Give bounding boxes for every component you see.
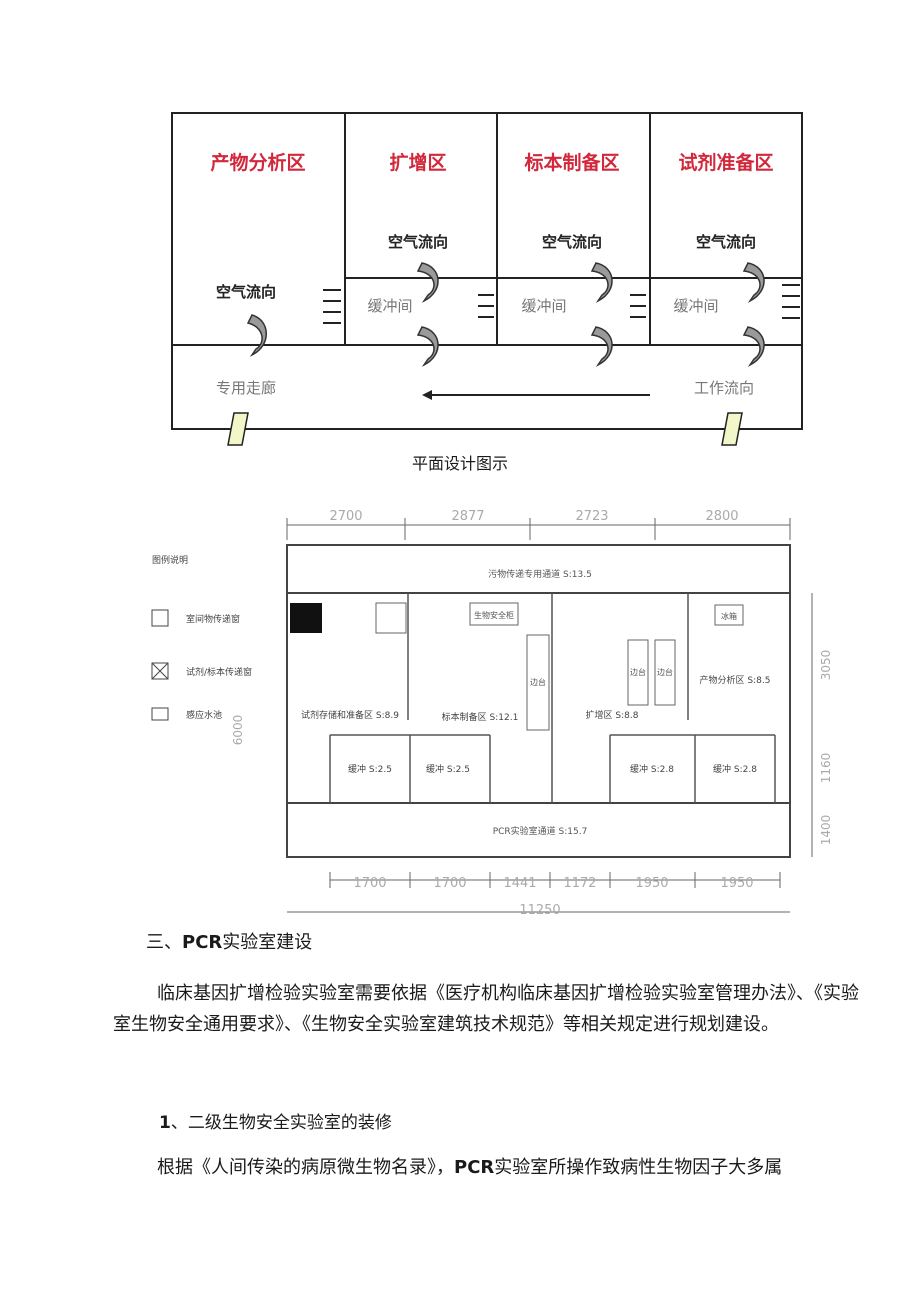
paragraph-text: 实验室所操作致病性生物因子大多属 (494, 1157, 783, 1178)
fixture-label: 生物安全柜 (474, 610, 514, 620)
door-icon (227, 412, 249, 446)
airflow-arrow-icon (742, 326, 765, 367)
buffer-room-label: 缓冲间 (367, 297, 412, 315)
subsection-title: 、二级生物安全实验室的装修 (170, 1113, 392, 1133)
legend-label: 感应水池 (186, 709, 222, 721)
fixture-label: 边台 (657, 667, 673, 677)
dimension-label: 1950 (720, 876, 753, 891)
fixture-box (469, 602, 519, 626)
body-paragraph: 临床基因扩增检验实验室需要依据《医疗机构临床基因扩增检验实验室管理办法》、《实验… (113, 983, 859, 1035)
fixture-label: 边台 (630, 667, 646, 677)
dimension-label: 1400 (819, 815, 833, 846)
fixture-box (714, 604, 744, 626)
legend-swatch (151, 609, 169, 627)
airflow-label: 空气流向 (696, 233, 756, 251)
arrow-head-icon (422, 390, 432, 400)
dimension-label: 1700 (433, 876, 466, 891)
zone-title-sample: 标本制备区 (524, 151, 619, 174)
paragraph-bold: PCR (454, 1157, 495, 1178)
buffer-label: 缓冲 S:2.5 (348, 763, 392, 775)
legend-swatch (151, 662, 169, 680)
door-icon (721, 412, 743, 446)
paragraph-text: 根据《人间传染的病原微生物名录》， (157, 1157, 454, 1178)
dimension-label: 6000 (231, 715, 245, 746)
dimension-label: 2723 (575, 509, 608, 524)
airflow-arrow-icon (590, 326, 613, 367)
section-heading-text: 实验室建设 (222, 932, 313, 953)
airflow-arrow-icon (590, 262, 613, 303)
subsection-number: 1 (159, 1113, 171, 1133)
airflow-label: 空气流向 (542, 233, 602, 251)
subsection-heading: 1、二级生物安全实验室的装修 (159, 1108, 392, 1133)
dimension-label: 2877 (451, 509, 484, 524)
buffer-label: 缓冲 S:2.8 (630, 763, 674, 775)
airflow-label: 空气流向 (216, 283, 276, 301)
fixture-label: 边台 (530, 677, 546, 687)
dimension-label: 1700 (353, 876, 386, 891)
corridor-top-label: 污物传递专用通道 S:13.5 (488, 568, 592, 580)
legend-label: 室间物传递窗 (186, 613, 240, 625)
airflow-arrow-icon (246, 314, 267, 357)
legend-title: 图例说明 (152, 554, 188, 566)
airflow-label: 空气流向 (388, 233, 448, 251)
section-heading-bold: PCR (182, 932, 223, 953)
buffer-label: 缓冲 S:2.5 (426, 763, 470, 775)
room-label: 标本制备区 S:12.1 (442, 711, 519, 723)
figure-caption: 平面设计图示 (411, 454, 508, 473)
room-label: 产物分析区 S:8.5 (700, 674, 771, 686)
buffer-room-label: 缓冲间 (673, 297, 718, 315)
corridor-label: 专用走廊 (216, 379, 276, 397)
fixture-label: 冰箱 (721, 611, 737, 621)
buffer-label: 缓冲 S:2.8 (713, 763, 757, 775)
dimension-label: 1441 (503, 876, 536, 891)
buffer-room-label: 缓冲间 (521, 297, 566, 315)
dimension-label: 2700 (329, 509, 362, 524)
airflow-arrow-icon (416, 262, 439, 303)
zone-title-amplify: 扩增区 (389, 151, 446, 174)
fixture-box (654, 639, 676, 706)
zone-title-reagent: 试剂准备区 (678, 151, 773, 174)
section-number: 三、 (146, 932, 182, 953)
zone-title-product: 产物分析区 (210, 151, 305, 174)
fixture-box (627, 639, 649, 706)
corridor-bottom-label: PCR实验室通道 S:15.7 (493, 825, 588, 837)
dimension-label: 3050 (819, 650, 833, 681)
airflow-arrow-icon (416, 326, 439, 367)
legend-label: 试剂/标本传递窗 (186, 666, 252, 678)
dimension-label: 2800 (705, 509, 738, 524)
room-label: 试剂存储和准备区 S:8.9 (301, 709, 399, 721)
lab-layout-diagram: 产物分析区 扩增区 标本制备区 试剂准备区 空气流向 空气流向 空气流向 空气流… (171, 112, 803, 446)
black-cabinet-icon (290, 603, 322, 633)
room-label: 扩增区 S:8.8 (586, 709, 639, 721)
cad-floor-plan: 2700 2877 2723 2800 污物传递专用通道 S:13.5 PCR实… (151, 509, 833, 918)
section-heading: 三、PCR实验室建设 (146, 928, 312, 954)
airflow-arrow-icon (742, 262, 765, 303)
workflow-label: 工作流向 (694, 379, 754, 397)
dimension-total-label: 11250 (519, 903, 560, 918)
pass-window-icon (323, 284, 800, 324)
dimension-label: 1172 (563, 876, 596, 891)
legend-swatch (151, 707, 169, 721)
dimension-label: 1160 (819, 753, 833, 784)
fixture-box (375, 602, 407, 634)
dimension-label: 1950 (635, 876, 668, 891)
body-paragraph: 根据《人间传染的病原微生物名录》，PCR实验室所操作致病性生物因子大多属 (113, 1152, 865, 1183)
fixture-box (526, 634, 550, 731)
